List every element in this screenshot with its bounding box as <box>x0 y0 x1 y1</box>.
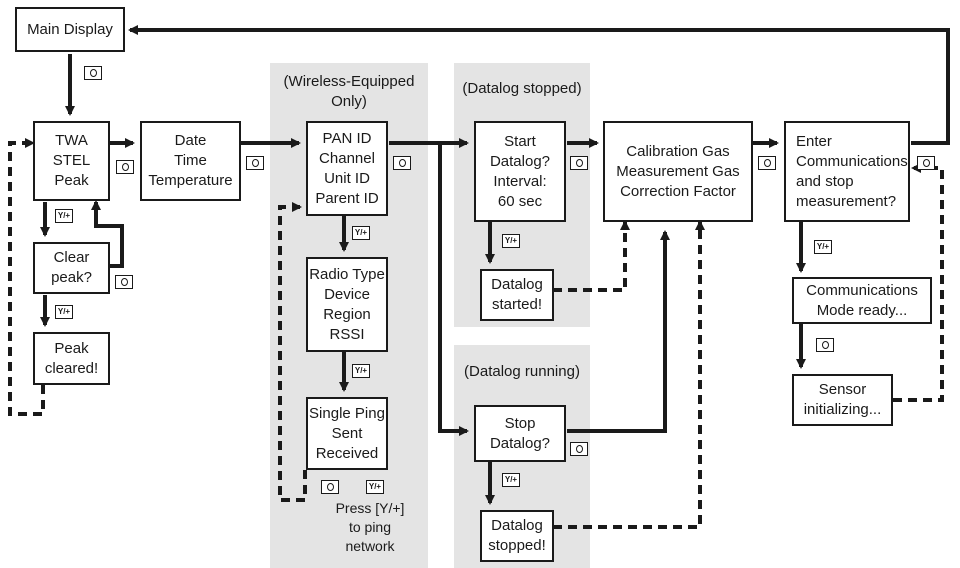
yes-plus-key-icon: Y/+ <box>502 234 520 248</box>
yes-plus-key-icon: Y/+ <box>366 480 384 494</box>
datalog-stopped-caption: (Datalog stopped) <box>462 80 582 97</box>
wireless-caption: (Wireless-Equipped Only) <box>283 73 415 110</box>
power-key-icon <box>917 156 935 170</box>
yes-plus-key-icon: Y/+ <box>55 209 73 223</box>
dashed-ping-back-to-pan <box>278 202 307 502</box>
datalog-running-caption: (Datalog running) <box>464 363 580 380</box>
dashed-started-to-cal <box>553 220 630 292</box>
yes-plus-key-icon: Y/+ <box>55 305 73 319</box>
dashed-stopped-to-cal <box>553 220 705 529</box>
dashed-cleared-back-to-twa <box>8 138 45 416</box>
power-key-icon <box>321 480 339 494</box>
yes-plus-key-icon: Y/+ <box>502 473 520 487</box>
arrow-clear-back-to-twa <box>91 200 124 268</box>
power-key-icon <box>570 442 588 456</box>
arrow-return-to-main <box>128 25 950 145</box>
yes-plus-key-icon: Y/+ <box>814 240 832 254</box>
power-key-icon <box>246 156 264 170</box>
power-key-icon <box>84 66 102 80</box>
main-display-box: Main Display <box>15 7 125 52</box>
arrow-branch-to-stop <box>438 143 469 436</box>
power-key-icon <box>570 156 588 170</box>
power-key-icon <box>115 275 133 289</box>
yes-plus-key-icon: Y/+ <box>352 226 370 240</box>
power-key-icon <box>816 338 834 352</box>
yes-plus-key-icon: Y/+ <box>352 364 370 378</box>
arrow-stop-to-cal <box>567 230 670 433</box>
press-to-ping-note: Press [Y/+] to ping network <box>335 500 405 554</box>
power-key-icon <box>116 160 134 174</box>
power-key-icon <box>393 156 411 170</box>
dashed-sensor-back-to-enter <box>893 163 944 402</box>
power-key-icon <box>758 156 776 170</box>
